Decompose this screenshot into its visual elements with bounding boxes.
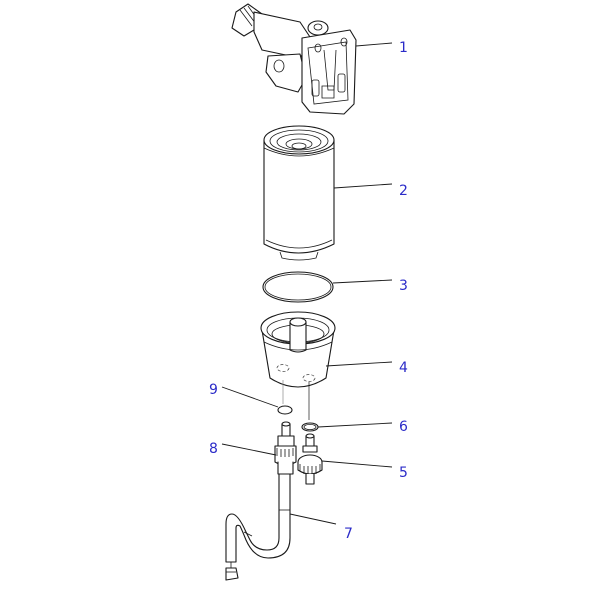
callout-2: 2 <box>399 183 408 199</box>
separator-bowl <box>260 311 393 420</box>
callout-7: 7 <box>344 526 353 542</box>
water-sensor <box>221 421 297 475</box>
callout-9: 9 <box>209 382 218 398</box>
filter-head <box>231 3 393 115</box>
callout-1: 1 <box>399 40 408 56</box>
callout-3: 3 <box>399 278 408 294</box>
o-ring-drain <box>301 422 393 432</box>
callout-8: 8 <box>209 441 218 457</box>
drain-valve <box>297 433 393 485</box>
callout-6: 6 <box>399 419 408 435</box>
o-ring-sensor <box>221 386 293 415</box>
sensor-harness <box>225 473 337 581</box>
callout-5: 5 <box>399 465 408 481</box>
filter-cartridge <box>263 125 393 261</box>
callout-4: 4 <box>399 360 408 376</box>
o-ring-seal <box>262 271 393 303</box>
